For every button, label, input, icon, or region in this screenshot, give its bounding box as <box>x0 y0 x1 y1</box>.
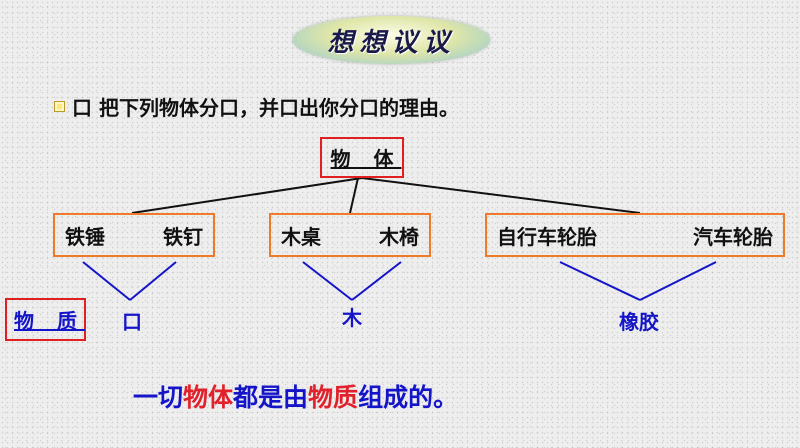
matter-box: 物 质 <box>5 298 86 341</box>
bullet-icon <box>54 101 65 112</box>
group-2-item-1: 木桌 <box>281 224 321 249</box>
group-3-v-left <box>559 261 641 301</box>
conclusion-part-4: 物质 <box>308 383 359 412</box>
group-1-box: 铁锤 铁钉 <box>53 213 215 257</box>
root-to-group-2-line <box>349 177 359 214</box>
group-1-v-left <box>82 261 131 301</box>
group-1-material: 口 <box>122 310 142 334</box>
group-2-box: 木桌 木椅 <box>269 213 431 257</box>
group-3-material: 橡胶 <box>619 310 659 334</box>
conclusion-part-1: 一切 <box>133 383 184 412</box>
conclusion-part-3: 都是由 <box>233 383 309 412</box>
group-2-v-right <box>351 261 402 301</box>
conclusion-text: 一切物体都是由物质组成的。 <box>133 378 458 414</box>
conclusion-part-2: 物体 <box>183 383 234 412</box>
group-1-v-right <box>129 261 177 301</box>
root-to-group-1-line <box>131 177 363 214</box>
group-2-v-left <box>302 261 353 301</box>
group-2-item-2: 木椅 <box>379 224 419 249</box>
conclusion-part-5: 组成的。 <box>358 383 459 412</box>
root-to-group-3-line <box>361 177 641 214</box>
group-3-v-right <box>639 261 717 301</box>
group-1-item-1: 铁锤 <box>65 224 105 249</box>
group-3-item-1: 自行车轮胎 <box>497 224 597 249</box>
title-banner: 想想议议 <box>293 16 490 64</box>
matter-label: 物 质 <box>14 309 85 333</box>
root-label: 物 体 <box>330 147 402 171</box>
group-3-box: 自行车轮胎 汽车轮胎 <box>485 213 785 257</box>
group-2-material: 木 <box>342 306 362 330</box>
instruction-text: 口 把下列物体分口，并口出你分口的理由。 <box>72 96 459 120</box>
title-text: 想想议议 <box>327 27 456 58</box>
group-1-item-2: 铁钉 <box>163 224 203 249</box>
root-box: 物 体 <box>320 137 404 178</box>
group-3-item-2: 汽车轮胎 <box>693 224 773 249</box>
